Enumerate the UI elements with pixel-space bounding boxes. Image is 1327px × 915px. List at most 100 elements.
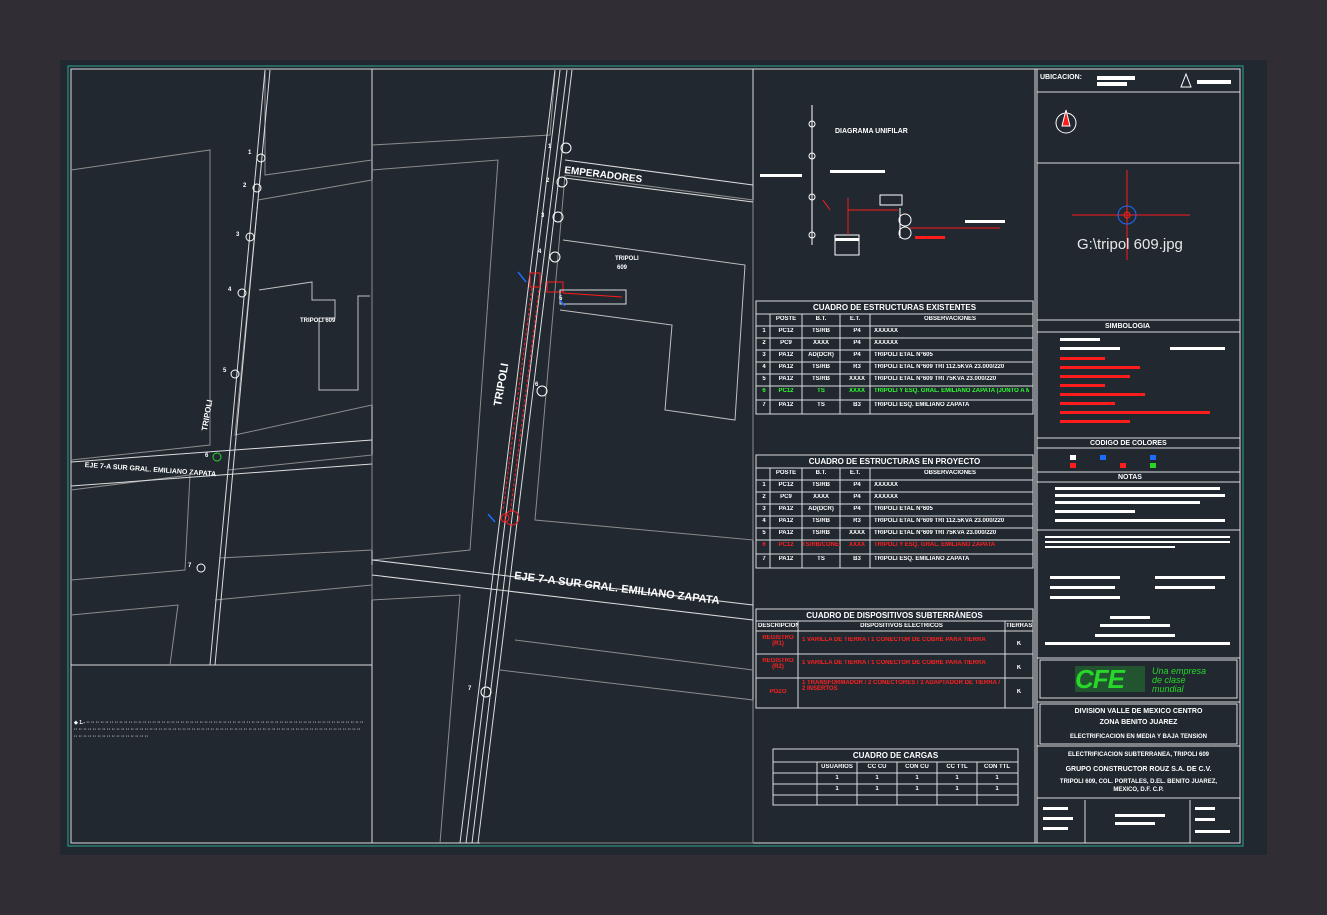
division-line-2: ZONA BENITO JUAREZ xyxy=(1099,719,1178,726)
loads-table-title: CUADRO DE CARGAS xyxy=(852,751,939,760)
signature-bars xyxy=(1040,802,1237,840)
center-pole-7: 7 xyxy=(468,686,472,692)
project-header: OBSERVACIONES xyxy=(923,470,977,476)
project-cell: XXXX xyxy=(848,542,865,548)
existing-cell: 1 xyxy=(762,328,766,334)
project-cell: TS/RB xyxy=(812,530,830,536)
underground-dev: 1 TRANSFORMADOR / 2 CONECTORES / 3 ADAPT… xyxy=(802,680,1001,692)
loads-cell: 1 xyxy=(995,786,999,792)
center-building-label-1: TRIPOLI xyxy=(615,256,639,262)
underground-dev: 1 VARILLA DE TIERRA / 1 CONECTOR DE COBR… xyxy=(802,637,986,643)
north-arrow-icon xyxy=(1055,110,1075,130)
diagram-label-bar xyxy=(915,236,945,239)
project-cell: TRIPOLI ESQ. EMILIANO ZAPATA xyxy=(874,556,970,562)
existing-cell: TS xyxy=(817,402,825,408)
left-building-label: TRIPOLI 609 xyxy=(300,318,336,324)
existing-cell: PC9 xyxy=(780,340,792,346)
existing-header: POSTE xyxy=(775,316,797,322)
existing-cell: 6 xyxy=(762,388,766,394)
left-notes-box: ◆ 1.- ·· ·· ·· ·· ·· ·· ·· ·· ·· ·· ·· ·… xyxy=(74,720,364,740)
underground-desc: POZO xyxy=(769,689,787,695)
project-cell: 1 xyxy=(762,482,766,488)
loads-cell: 1 xyxy=(915,775,919,781)
project-cell: TRIPOLI Y ESQ. GRAL. EMILIANO ZAPATA xyxy=(874,542,996,548)
loads-header: CON CU xyxy=(905,764,929,770)
loads-cell: 1 xyxy=(835,786,839,792)
project-table: CUADRO DE ESTRUCTURAS EN PROYECTO POSTE … xyxy=(756,455,1033,568)
project-cell: P4 xyxy=(853,494,861,500)
project-cell: PA12 xyxy=(778,506,794,512)
center-pole-3: 3 xyxy=(541,213,545,219)
diagram-label-bar xyxy=(965,220,1005,223)
project-line-4: MEXICO, D.F. C.P. xyxy=(1113,787,1164,793)
diagram-label-bar xyxy=(835,238,859,241)
project-cell: P4 xyxy=(853,482,861,488)
project-cell: TRIPOLI ETAL N°609 TRI 75KVA 23.000/220 xyxy=(874,530,997,536)
ubicacion-value-bar xyxy=(1097,76,1135,80)
underground-dev: 1 VARILLA DE TIERRA / 1 CONECTOR DE COBR… xyxy=(802,660,986,666)
project-line-2: GRUPO CONSTRUCTOR ROUZ S.A. DE C.V. xyxy=(1065,766,1212,773)
project-table-title: CUADRO DE ESTRUCTURAS EN PROYECTO xyxy=(808,457,981,466)
loads-cell: 1 xyxy=(835,775,839,781)
existing-cell: B3 xyxy=(853,402,861,408)
project-cell: R3 xyxy=(853,518,861,524)
center-building-label-2: 609 xyxy=(617,265,628,271)
existing-cell: AD(DCR) xyxy=(808,352,834,358)
project-cell: TRIPOLI ETAL N°605 xyxy=(874,506,933,512)
project-header: B.T. xyxy=(815,470,827,476)
division-line-3: ELECTRIFICACION EN MEDIA Y BAJA TENSION xyxy=(1069,734,1207,740)
underground-desc: REGISTRO (R1) xyxy=(762,635,794,647)
loads-cell: 1 xyxy=(995,775,999,781)
existing-cell: PA12 xyxy=(778,352,794,358)
existing-cell: 7 xyxy=(762,402,766,408)
existing-cell: PA12 xyxy=(778,364,794,370)
loads-cell: 1 xyxy=(875,786,879,792)
project-header: POSTE xyxy=(775,470,797,476)
project-cell: PA12 xyxy=(778,518,794,524)
project-cell: PA12 xyxy=(778,556,794,562)
existing-cell: PC12 xyxy=(778,388,794,394)
loads-cell: 1 xyxy=(875,775,879,781)
project-cell: PC12 xyxy=(778,542,794,548)
project-line-1: ELECTRIFICACION SUBTERRANEA, TRIPOLI 609 xyxy=(1067,752,1209,758)
underground-header: DISPOSITIVOS ELECTRICOS xyxy=(860,623,943,629)
notas-list xyxy=(1040,485,1237,530)
underground-header: TIERRAS xyxy=(1006,623,1032,629)
center-pole-5: 5 xyxy=(559,296,563,302)
existing-cell: TS xyxy=(817,388,825,394)
loads-header: CON TTL xyxy=(984,764,1010,770)
project-cell: XXXX xyxy=(848,530,865,536)
existing-table-title: CUADRO DE ESTRUCTURAS EXISTENTES xyxy=(812,303,977,312)
project-cell: XXXX xyxy=(812,494,829,500)
project-cell: PA12 xyxy=(778,530,794,536)
loads-header: USUARIOS xyxy=(821,764,853,770)
cfe-tagline-2: de clase xyxy=(1152,675,1186,685)
existing-cell: P4 xyxy=(853,352,861,358)
existing-cell: PA12 xyxy=(778,402,794,408)
left-pole-3: 3 xyxy=(236,232,240,238)
project-cell: TS/RB xyxy=(812,518,830,524)
center-pole-2: 2 xyxy=(546,178,550,184)
ubicacion-value-bar xyxy=(1097,82,1127,86)
existing-cell: P4 xyxy=(853,328,861,334)
center-pole-6: 6 xyxy=(535,382,539,388)
project-cell: TS xyxy=(817,556,825,562)
loads-header: CC CU xyxy=(867,764,887,770)
project-cell: XXXXXX xyxy=(874,482,899,488)
project-cell: TRIPOLI ETAL N°609 TRI 112.5KVA 23.000/2… xyxy=(874,518,1005,524)
existing-cell: TRIPOLI ESQ. EMILIANO ZAPATA xyxy=(874,402,970,408)
cfe-logo: CFE xyxy=(1075,664,1125,694)
existing-cell: TS/RB xyxy=(812,328,830,334)
diagram-label-bar xyxy=(760,174,802,177)
ubicacion-value-bar xyxy=(1197,80,1231,84)
diagram-label-bar xyxy=(830,170,885,173)
underground-table: CUADRO DE DISPOSITIVOS SUBTERRÁNEOS DESC… xyxy=(756,609,1033,708)
underground-table-title: CUADRO DE DISPOSITIVOS SUBTERRÁNEOS xyxy=(806,611,983,620)
left-pole-2: 2 xyxy=(243,183,247,189)
loads-cell: 1 xyxy=(915,786,919,792)
simbologia-list xyxy=(1040,335,1237,435)
loads-cell: 1 xyxy=(955,775,959,781)
ubicacion-label: UBICACION: xyxy=(1040,74,1082,81)
existing-header: OBSERVACIONES xyxy=(923,316,977,322)
simbologia-title: SIMBOLOGIA xyxy=(1105,323,1151,330)
